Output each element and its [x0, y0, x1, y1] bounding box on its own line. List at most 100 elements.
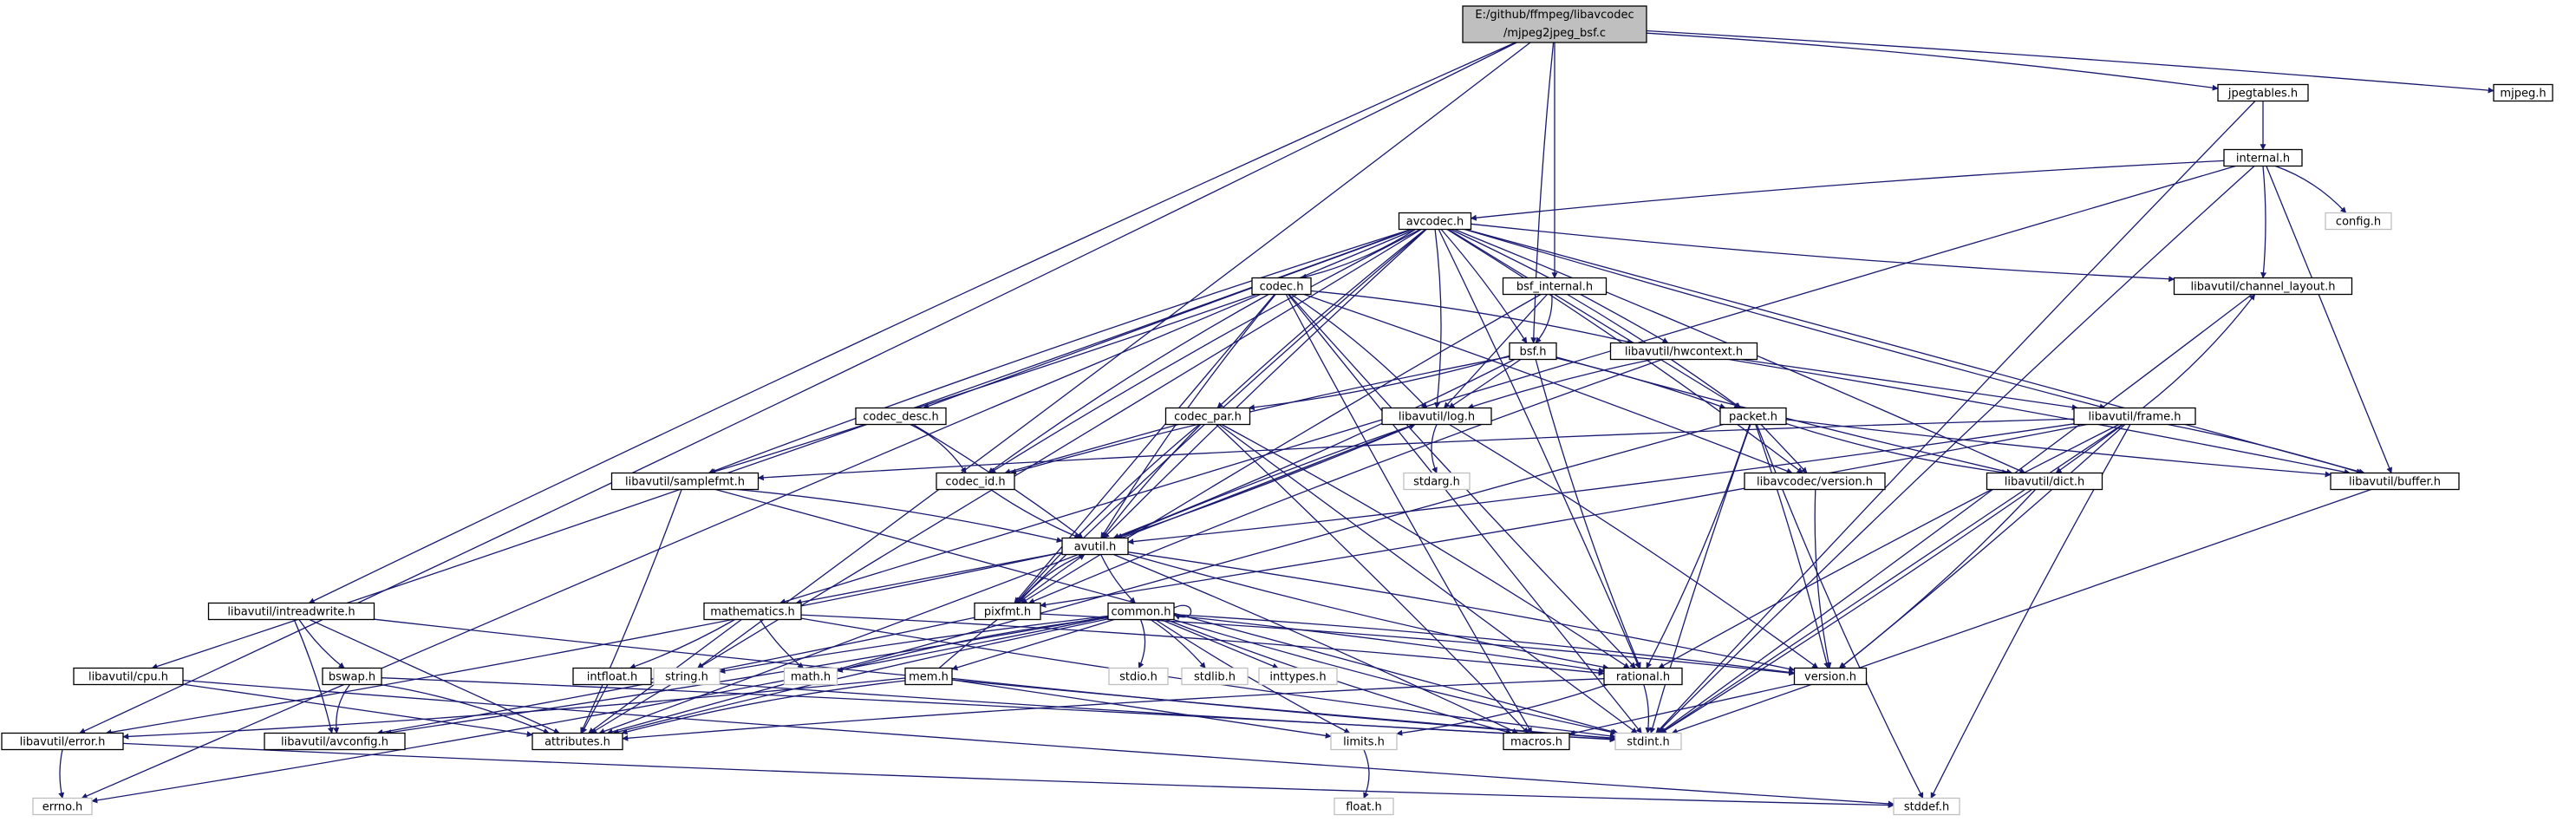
edge-bswap-to-attributes	[380, 683, 550, 734]
edge	[1464, 228, 2365, 475]
node-frame[interactable]: libavutil/frame.h	[2073, 407, 2196, 426]
edge-root-to-jpegtables	[1646, 32, 2219, 91]
node-lcversion[interactable]: libavcodec/version.h	[1744, 472, 1886, 491]
edge-log-to-stdarg	[1431, 424, 1438, 474]
edge	[1004, 423, 1179, 475]
node-internal[interactable]: internal.h	[2223, 148, 2303, 167]
edge	[298, 619, 345, 669]
edge	[622, 678, 1605, 741]
edge-bsf-to-rational	[1535, 359, 1641, 669]
edge	[795, 551, 1063, 605]
node-mjpeg[interactable]: mjpeg.h	[2493, 83, 2553, 102]
node-box	[936, 472, 1015, 491]
edge	[1434, 229, 1442, 409]
node-box	[1061, 537, 1129, 556]
node-hwcontext[interactable]: libavutil/hwcontext.h	[1609, 342, 1758, 361]
edge	[951, 679, 1332, 739]
node-codec-par[interactable]: codec_par.h	[1164, 407, 1251, 426]
edge-intreadwrite-to-avconfig	[293, 619, 334, 734]
edge	[1218, 423, 1638, 734]
node-error[interactable]: libavutil/error.h	[1, 732, 124, 751]
node-mem[interactable]: mem.h	[904, 667, 953, 686]
node-avutil[interactable]: avutil.h	[1061, 537, 1129, 556]
node-jpegtables[interactable]: jpegtables.h	[2217, 83, 2309, 102]
node-avcodec[interactable]: avcodec.h	[1398, 212, 1472, 231]
edge-internal-to-mathematics	[779, 165, 2236, 604]
node-box	[1381, 407, 1492, 426]
node-label: codec_desc.h	[863, 411, 939, 424]
edge	[1760, 424, 1808, 474]
node-dict[interactable]: libavutil/dict.h	[1986, 472, 2103, 491]
edge-hwcontext-to-buffer	[1728, 358, 2351, 475]
edge-avcodec-to-codec-par	[1216, 228, 1426, 408]
node-bsf[interactable]: bsf.h	[1509, 342, 1557, 361]
edge-avcodec-to-errno	[81, 228, 1416, 799]
node-cpu[interactable]: libavutil/cpu.h	[73, 667, 184, 686]
edge-bsf-internal-to-pixfmt	[1021, 293, 1542, 604]
node-codec-id[interactable]: codec_id.h	[936, 472, 1015, 491]
node-log[interactable]: libavutil/log.h	[1381, 407, 1492, 426]
edge-packet-to-attributes	[606, 423, 1724, 735]
edge	[1535, 294, 1553, 344]
edge	[1116, 423, 1416, 539]
edge	[1728, 358, 2351, 475]
node-samplefmt[interactable]: libavutil/samplefmt.h	[610, 472, 760, 491]
node-buffer[interactable]: libavutil/buffer.h	[2330, 472, 2460, 491]
node-intfloat[interactable]: intfloat.h	[572, 667, 652, 686]
edge	[697, 42, 1531, 669]
edge-error-to-errno	[58, 749, 65, 799]
node-macros[interactable]: macros.h	[1503, 732, 1570, 751]
edge	[1660, 423, 2123, 734]
node-pixfmt[interactable]: pixfmt.h	[974, 602, 1041, 621]
edge-bsf-to-log	[1448, 358, 1522, 409]
edge-common-to-stdint	[1172, 618, 1617, 735]
node-box	[1503, 732, 1570, 751]
edge-rational-to-attributes	[622, 678, 1605, 741]
edge	[81, 228, 1416, 799]
node-avconfig[interactable]: libavutil/avconfig.h	[264, 732, 406, 751]
edge-common-to-stdio	[1138, 619, 1146, 669]
edge	[385, 616, 1109, 736]
node-bswap[interactable]: bswap.h	[322, 667, 382, 686]
node-label: attributes.h	[545, 736, 610, 749]
node-rational[interactable]: rational.h	[1603, 667, 1683, 686]
edge-frame-to-samplefmt	[757, 418, 2075, 481]
node-codec-desc[interactable]: codec_desc.h	[855, 407, 947, 426]
edge-codec-to-log	[1290, 293, 1428, 409]
node-label: bsf.h	[1519, 346, 1546, 359]
node-chlayout[interactable]: libavutil/channel_layout.h	[2173, 277, 2353, 296]
node-box	[703, 602, 802, 621]
node-intreadwrite[interactable]: libavutil/intreadwrite.h	[207, 602, 375, 621]
edge	[1216, 424, 1529, 734]
edge	[1464, 228, 2106, 410]
node-codec[interactable]: codec.h	[1251, 277, 1312, 296]
edge-common-to-string	[719, 615, 1109, 674]
node-label: libavutil/buffer.h	[2349, 476, 2441, 489]
edge	[1127, 423, 2075, 545]
edge-frame-to-stdint	[1660, 423, 2123, 734]
node-bsf-internal[interactable]: bsf_internal.h	[1502, 277, 1608, 296]
node-version[interactable]: version.h	[1793, 667, 1868, 686]
node-attributes[interactable]: attributes.h	[532, 732, 623, 751]
edge	[1028, 358, 1663, 604]
edge	[333, 684, 351, 734]
edge-common-to-mem	[951, 618, 1115, 671]
node-box	[1181, 667, 1249, 686]
node-label: stdarg.h	[1413, 476, 1460, 489]
edge	[910, 423, 967, 474]
edge-root-to-error	[79, 42, 1517, 734]
node-box	[1509, 342, 1557, 361]
edge-codec-id-to-avutil	[990, 488, 1081, 539]
node-stdint: stdint.h	[1614, 732, 1682, 751]
node-common[interactable]: common.h	[1107, 602, 1175, 621]
edge	[1288, 294, 1642, 734]
edge-mem-to-stdint	[951, 677, 1616, 741]
edge	[1127, 551, 1796, 672]
edge-common-to-inttypes	[1160, 618, 1279, 669]
edge	[1015, 423, 1200, 604]
edge-version-to-macros	[1568, 683, 1795, 736]
node-box	[2493, 83, 2553, 102]
node-mathematics[interactable]: mathematics.h	[703, 602, 802, 621]
node-packet[interactable]: packet.h	[1719, 407, 1787, 426]
